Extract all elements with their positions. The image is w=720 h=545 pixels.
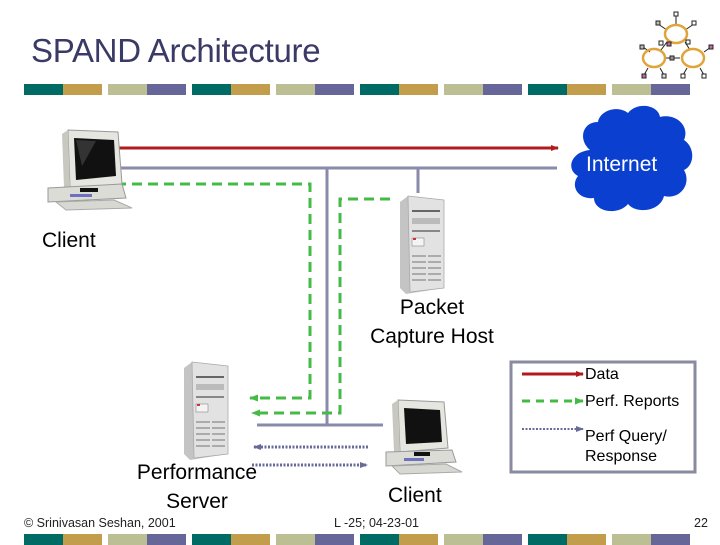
page-number: 22 [694, 516, 708, 530]
legend-query-label: Perf Query/ Response [585, 427, 667, 467]
footer-copyright: © Srinivasan Seshan, 2001 [24, 516, 176, 530]
network-logo-icon [639, 11, 714, 79]
legend-data-label: Data [585, 366, 619, 383]
top-decor-bar [24, 84, 690, 95]
client-top-computer-icon [47, 129, 133, 211]
packet-capture-server-icon [400, 195, 445, 294]
legend-reports-label: Perf. Reports [585, 393, 680, 410]
perf-report-lines [116, 182, 390, 417]
legend-query-label-line2: Response [585, 448, 658, 465]
client-bottom-label: Client [388, 484, 442, 507]
performance-server-label: Performance Server [117, 458, 277, 516]
footer-lecture-info: L -25; 04-23-01 [334, 516, 420, 530]
performance-server-label-line1: Performance [136, 461, 258, 484]
packet-capture-host-label-line1: Packet [399, 296, 465, 319]
client-bottom-computer-icon [385, 399, 463, 475]
performance-server-icon [184, 361, 229, 460]
perf-query-lines [252, 444, 368, 468]
legend-query-label-line1: Perf Query/ [585, 428, 667, 445]
client-top-label: Client [42, 229, 96, 252]
network-link-lines [112, 166, 557, 427]
performance-server-label-line2: Server [166, 490, 228, 513]
legend-box [509, 360, 697, 474]
slide-title: SPAND Architecture [31, 32, 321, 69]
internet-cloud-icon [571, 105, 693, 212]
packet-capture-host-label: Packet Capture Host [352, 293, 512, 351]
internet-label: Internet [586, 153, 658, 176]
packet-capture-host-label-line2: Capture Host [370, 325, 494, 348]
